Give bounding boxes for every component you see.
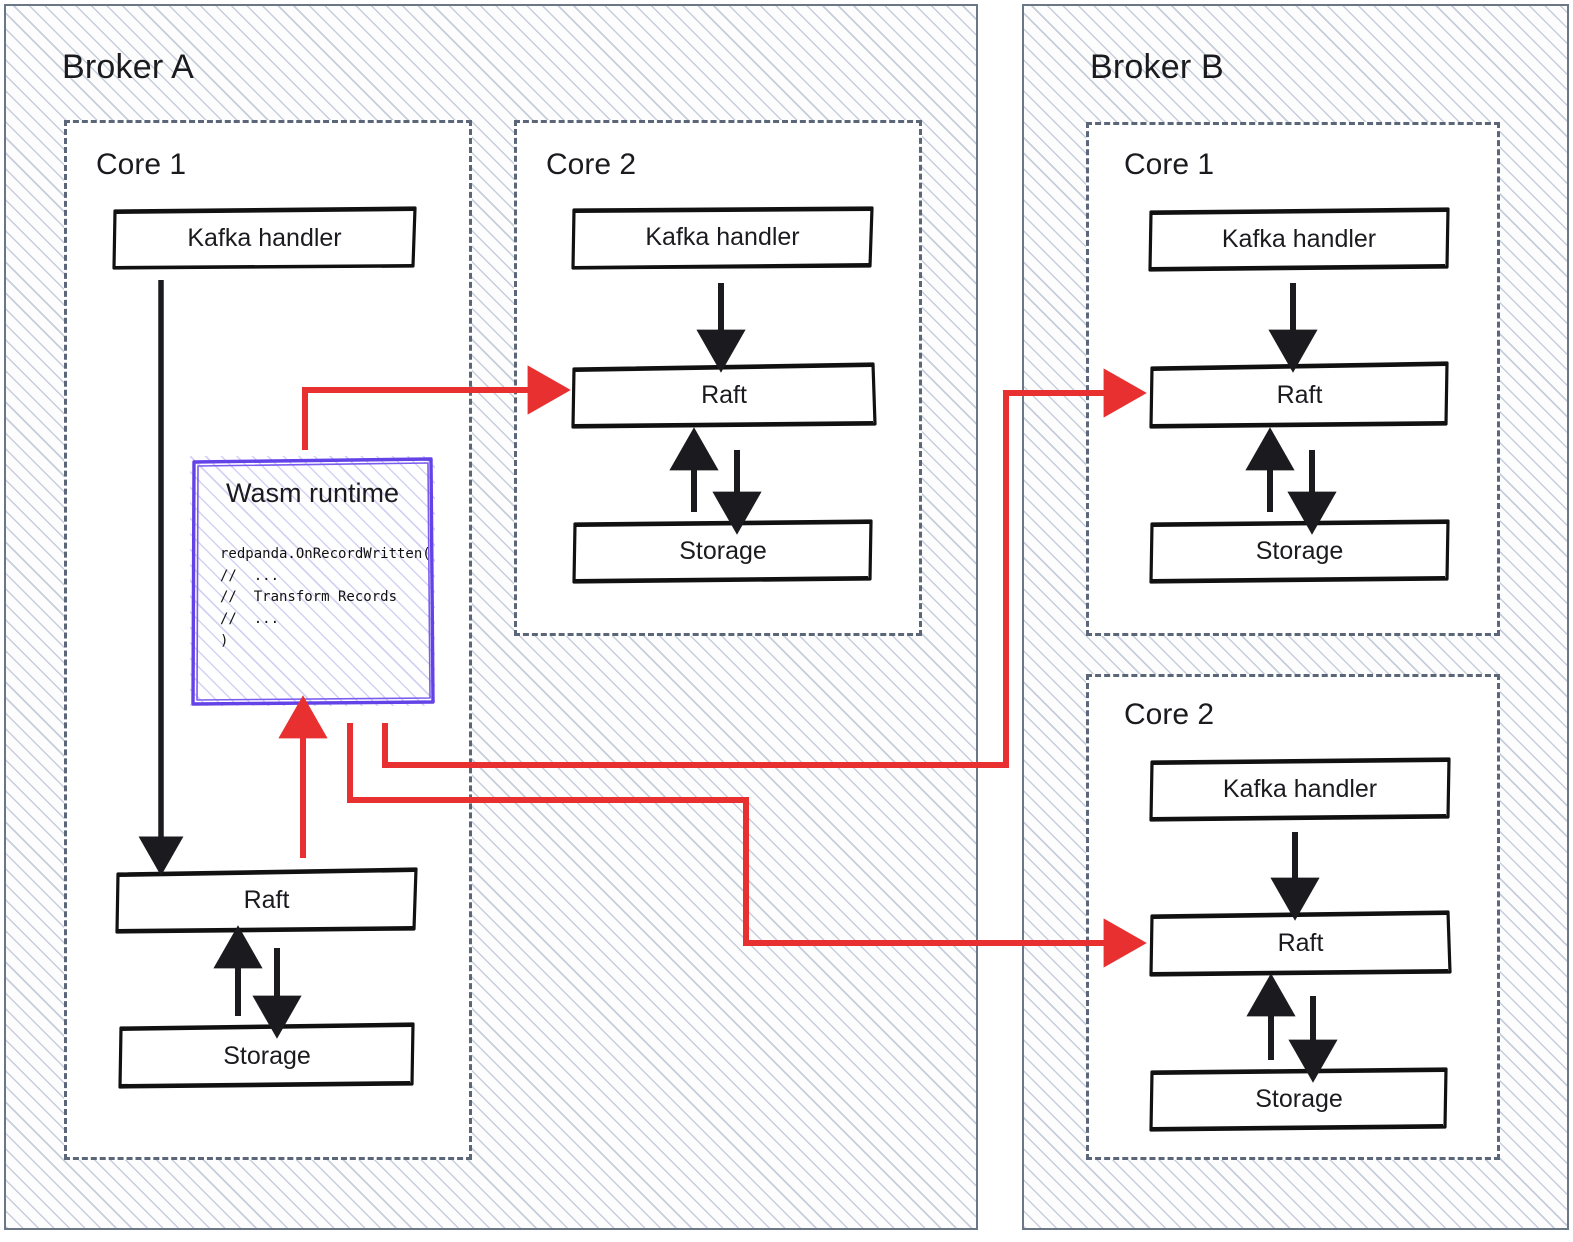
node-b2-raft[interactable]: Raft [1148, 908, 1453, 978]
node-a1-kafka-handler[interactable]: Kafka handler [112, 206, 417, 270]
wasm-runtime-code: redpanda.OnRecordWritten( // ... // Tran… [220, 546, 431, 649]
node-b2-storage[interactable]: Storage [1148, 1066, 1450, 1132]
node-a2-raft[interactable]: Raft [570, 360, 878, 430]
node-b1-kafka-handler[interactable]: Kafka handler [1147, 206, 1451, 272]
node-a2-kafka-handler[interactable]: Kafka handler [570, 204, 875, 270]
node-a1-raft[interactable]: Raft [114, 866, 419, 934]
node-a2-storage[interactable]: Storage [572, 518, 874, 584]
wasm-runtime-title: Wasm runtime [225, 478, 400, 508]
node-b1-raft[interactable]: Raft [1148, 360, 1451, 430]
node-a1-storage[interactable]: Storage [118, 1022, 416, 1090]
node-b2-kafka-handler[interactable]: Kafka handler [1148, 756, 1452, 822]
broker-a-title: Broker A [62, 48, 194, 86]
broker-a-core-2-title: Core 2 [546, 148, 637, 181]
broker-b-core-2-title: Core 2 [1124, 698, 1215, 731]
node-a1-wasm-runtime[interactable]: Wasm runtime redpanda.OnRecordWritten( /… [190, 456, 435, 706]
broker-b-core-1-title: Core 1 [1124, 148, 1215, 181]
broker-a-core-1-title: Core 1 [96, 148, 187, 181]
broker-b-title: Broker B [1090, 48, 1224, 86]
node-b1-storage[interactable]: Storage [1148, 518, 1451, 584]
